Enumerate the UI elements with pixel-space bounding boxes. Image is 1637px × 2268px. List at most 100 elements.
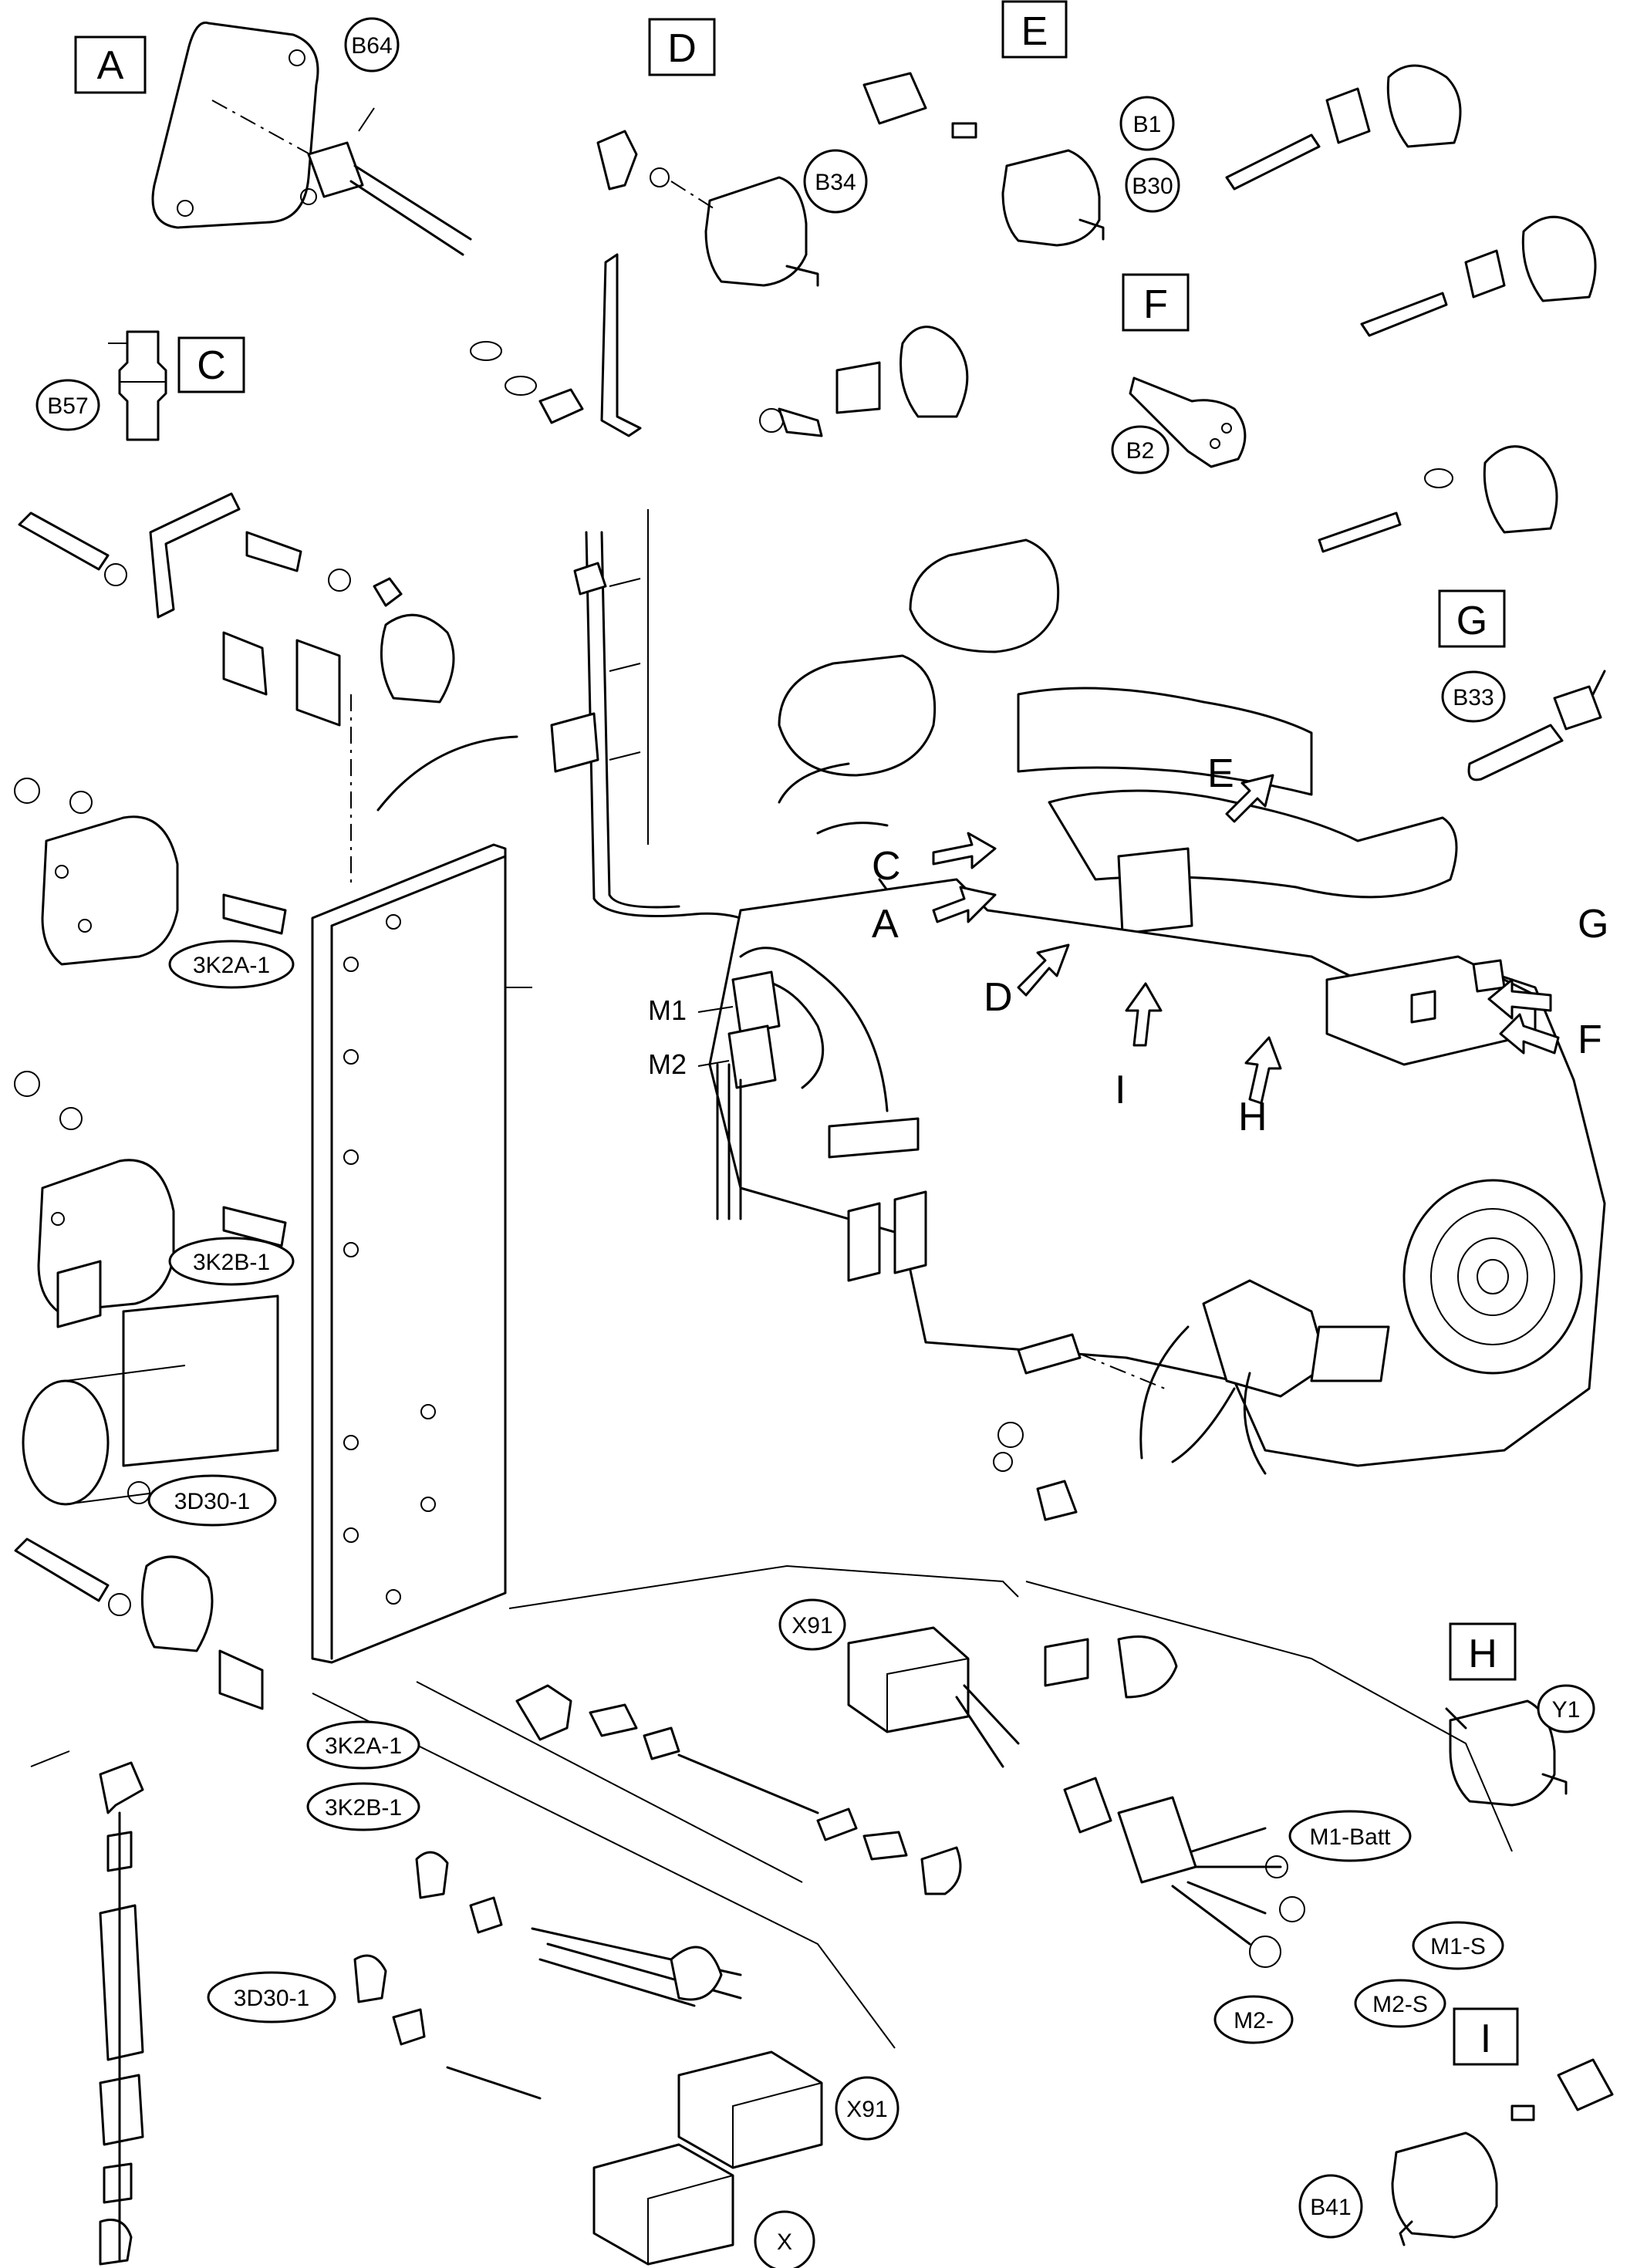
mounting-rail — [311, 735, 532, 1664]
view-i-box — [1453, 2007, 1519, 2066]
relay-3k2b-label: 3K2B-1 — [193, 1250, 270, 1275]
lower-left-harness: 3K2A-1 3K2B-1 3D30-1 X91 X — [30, 1693, 900, 2268]
view-h-box — [1449, 1622, 1517, 1681]
b41-sender — [1391, 2131, 1498, 2239]
wire-m2-minus: M2- — [1234, 2008, 1274, 2033]
b64-sensor-body — [307, 141, 364, 198]
view-e: E B1 B30 — [862, 0, 1597, 553]
relay-group: 3K2A-1 3K2B-1 3D30-1 — [14, 778, 295, 1710]
b33-callout — [1441, 670, 1506, 723]
e-clip-3 — [1483, 445, 1558, 534]
bracket-hardware — [18, 492, 455, 883]
b2-callout — [1111, 425, 1170, 474]
x-label: X — [777, 2229, 792, 2255]
y1-label: Y1 — [1552, 1697, 1581, 1723]
harness-3k2a-label: 3K2A-1 — [325, 1733, 402, 1759]
x91-top-callout — [778, 1598, 846, 1651]
m2-minus-callout — [1213, 1995, 1294, 2044]
b41-callout — [1298, 2174, 1363, 2239]
b34-callout — [803, 149, 868, 214]
b30-label: B30 — [1132, 174, 1173, 199]
x91-bottom-callout — [835, 2076, 900, 2141]
b34-sender — [704, 176, 808, 287]
e-clip-2 — [1521, 215, 1597, 302]
m2-s-callout — [1354, 1979, 1446, 2028]
view-d: D B34 — [470, 18, 969, 437]
e-clip-1 — [1386, 64, 1462, 148]
x91-top-label: X91 — [791, 1613, 832, 1639]
b33-label: B33 — [1453, 685, 1494, 710]
engine-callout-i: I — [1115, 1068, 1126, 1112]
flange-plate — [151, 21, 319, 229]
filter-1 — [847, 1202, 881, 1282]
d-bracket — [600, 253, 642, 437]
y1-callout — [1537, 1684, 1595, 1733]
relay-3k2a-label: 3K2A-1 — [193, 953, 270, 978]
b1-callout — [1119, 96, 1175, 151]
x-connector — [592, 2143, 734, 2266]
b2-sensor — [1129, 376, 1247, 468]
turbo-left — [778, 654, 937, 777]
starter-harness: X91 M1-Batt M1-S M2-S M2- — [416, 1564, 1513, 2044]
m1-block — [731, 970, 781, 1035]
harness-3d30-callout — [207, 1971, 336, 2023]
relay-3k2a-callout — [168, 940, 295, 989]
view-e-box — [1001, 0, 1068, 59]
relay-3k2a — [41, 815, 179, 966]
view-d-box — [648, 18, 716, 76]
view-f: F B2 — [1111, 273, 1247, 474]
wire-m1-s: M1-S — [1430, 1934, 1486, 1959]
engine-assembly — [708, 538, 1606, 1521]
engine-callout-e: E — [1207, 751, 1234, 796]
view-c-letter: C — [197, 343, 226, 388]
b57-callout — [35, 379, 100, 431]
relay-3d30-box — [122, 1294, 279, 1467]
relay-3d30-label: 3D30-1 — [174, 1489, 250, 1514]
b2-label: B2 — [1126, 438, 1155, 464]
engine-callout-c: C — [872, 844, 901, 889]
engine-callout-g: G — [1578, 902, 1608, 947]
lower-clip — [140, 1555, 214, 1652]
manifold-1 — [1017, 687, 1313, 796]
e-boot — [862, 72, 927, 125]
d-clip — [900, 326, 969, 418]
engine-label-m2: M2 — [648, 1048, 687, 1080]
relay-3d30-callout — [147, 1474, 277, 1527]
harness-plug — [550, 712, 599, 773]
view-e-letter: E — [1021, 9, 1048, 54]
engine-callout-d: D — [984, 975, 1013, 1020]
view-g-box — [1438, 589, 1506, 648]
m1-s-callout — [1412, 1921, 1504, 1970]
engine-callout-f: F — [1578, 1018, 1602, 1062]
filter-2 — [893, 1190, 927, 1274]
view-g-letter: G — [1456, 599, 1487, 643]
view-f-letter: F — [1143, 282, 1168, 327]
engine-label-m1: M1 — [648, 994, 687, 1026]
view-d-letter: D — [667, 26, 697, 71]
view-g: G B33 — [1438, 589, 1606, 781]
b34-label: B34 — [815, 170, 856, 195]
relay-3k2b-callout — [168, 1237, 295, 1286]
grommet-2 — [1117, 1796, 1197, 1884]
b57-fitting — [118, 330, 167, 441]
harness-3d30-label: 3D30-1 — [234, 1986, 309, 2011]
grommet-1 — [1063, 1777, 1112, 1834]
harness-lead — [550, 509, 773, 935]
wire-m2-s: M2-S — [1372, 1992, 1428, 2017]
d-boot — [596, 130, 638, 191]
view-a-box — [74, 35, 147, 94]
view-a: A B64 — [74, 17, 472, 256]
engine-callouts: C A D E F G H I M1 M2 — [648, 751, 1608, 1139]
x91-connector-bottom — [677, 2050, 823, 2169]
b30-callout — [1125, 157, 1180, 213]
relay-3d30-can — [22, 1379, 110, 1506]
b41-label: B41 — [1310, 2195, 1351, 2220]
view-i-letter: I — [1480, 2017, 1491, 2061]
view-h: H Y1 — [1445, 1622, 1595, 1807]
engine-callout-h: H — [1238, 1095, 1267, 1139]
rail-front — [311, 843, 507, 1664]
b64-label: B64 — [351, 33, 392, 59]
spring-sleeve — [99, 1904, 144, 2061]
i-boot — [1557, 2058, 1614, 2111]
